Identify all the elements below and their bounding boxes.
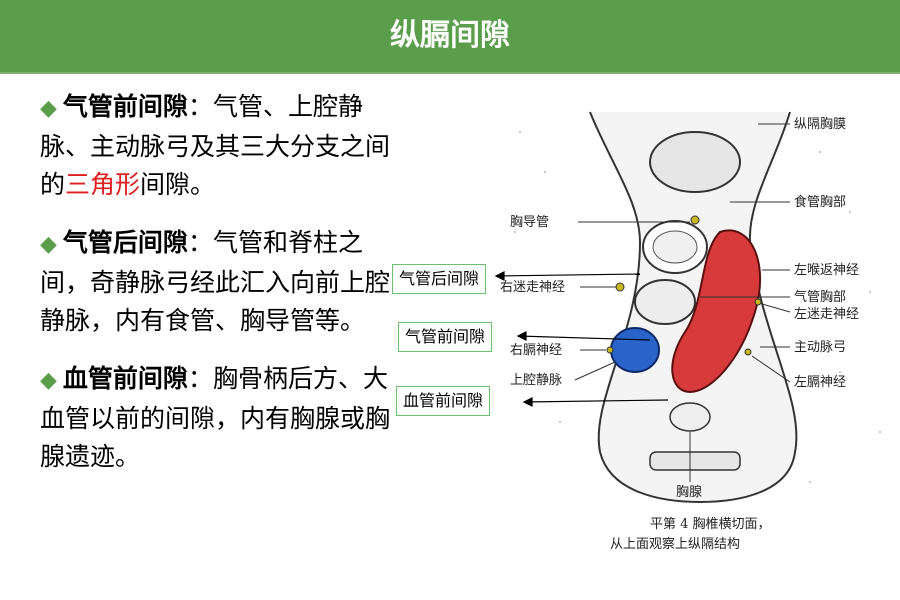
arrow-group bbox=[494, 271, 669, 407]
title-bar bbox=[0, 0, 900, 74]
trachea-shape bbox=[634, 279, 696, 325]
label-mediastinal-pleura: 纵隔胸膜 bbox=[794, 117, 846, 132]
aortic-arch-shape bbox=[671, 229, 762, 394]
speckle-texture bbox=[514, 131, 881, 483]
overlay-label-retrotracheal: 气管后间隙 bbox=[392, 264, 487, 294]
term-prevascular: 血管前间隙 bbox=[62, 364, 188, 393]
label-esophagus: 食管胸部 bbox=[794, 194, 846, 210]
cross-section-diagram: 胸导管 右迷走神经 右膈神经 上腔静脉 纵隔胸膜 食管胸部 左喉返神经 气管胸部… bbox=[490, 92, 900, 600]
nerve-dot bbox=[754, 298, 762, 306]
highlight-text: 三角形 bbox=[65, 170, 141, 199]
label-aortic-arch: 主动脉弓 bbox=[794, 340, 846, 355]
diamond-bullet-icon: ◆ bbox=[40, 96, 57, 121]
label-left-phrenic: 左膈神经 bbox=[794, 375, 846, 390]
label-trachea: 气管胸部 bbox=[794, 289, 846, 305]
label-right-vagus: 右迷走神经 bbox=[500, 280, 565, 295]
paragraph-text: ：气管、上腔静脉、主动脉弓及其三大分支之间的 bbox=[40, 92, 391, 199]
diamond-bullet-icon: ◆ bbox=[40, 232, 57, 257]
label-left-recurrent: 左喉返神经 bbox=[794, 263, 859, 278]
esophagus-lumen bbox=[652, 230, 698, 264]
caption-line1: 平第 4 胸椎横切面， bbox=[650, 517, 771, 532]
overlay-label-pretracheal: 气管前间隙 bbox=[398, 322, 493, 352]
leader-lines bbox=[574, 123, 791, 482]
label-thoracic-duct: 胸导管 bbox=[510, 215, 549, 230]
label-thymus: 胸腺 bbox=[676, 485, 702, 500]
thoracic-duct-dot bbox=[690, 215, 700, 225]
paragraph-text-end: 间隙。 bbox=[140, 170, 216, 199]
overlay-label-prevascular: 血管前间隙 bbox=[396, 386, 491, 416]
paragraph-pretracheal: ◆气管前间隙：气管、上腔静脉、主动脉弓及其三大分支之间的三角形间隙。 bbox=[40, 88, 400, 204]
term-pretracheal: 气管前间隙 bbox=[62, 92, 188, 121]
diamond-bullet-icon: ◆ bbox=[40, 368, 57, 393]
page-title: 纵膈间隙 bbox=[390, 18, 510, 53]
text-column: ◆气管前间隙：气管、上腔静脉、主动脉弓及其三大分支之间的三角形间隙。 ◆气管后间… bbox=[40, 88, 400, 496]
paragraph-retrotracheal: ◆气管后间隙：气管和脊柱之间，奇静脉弓经此汇入向前上腔静脉，内有食管、胸导管等。 bbox=[40, 224, 400, 340]
label-left-vagus: 左迷走神经 bbox=[794, 307, 859, 322]
label-right-phrenic: 右膈神经 bbox=[510, 343, 562, 358]
nerve-dot bbox=[606, 346, 614, 354]
caption-line2: 从上面观察上纵隔结构 bbox=[610, 537, 740, 552]
paragraph-text: ：胸骨柄后方、大血管以前的间隙，内有胸腺或胸腺遗迹。 bbox=[40, 364, 391, 471]
paragraph-prevascular: ◆血管前间隙：胸骨柄后方、大血管以前的间隙，内有胸腺或胸腺遗迹。 bbox=[40, 360, 400, 476]
thymus-shape bbox=[669, 402, 711, 432]
label-svc: 上腔静脉 bbox=[510, 373, 562, 388]
vertebra-shape bbox=[649, 131, 741, 193]
term-retrotracheal: 气管后间隙 bbox=[62, 228, 188, 257]
paragraph-text: ：气管和脊柱之间，奇静脉弓经此汇入向前上腔静脉，内有食管、胸导管等。 bbox=[40, 228, 391, 335]
sternum-shape bbox=[649, 451, 741, 471]
anatomy-figure: 胸导管 右迷走神经 右膈神经 上腔静脉 纵隔胸膜 食管胸部 左喉返神经 气管胸部… bbox=[490, 92, 900, 600]
nerve-dot bbox=[744, 348, 752, 356]
